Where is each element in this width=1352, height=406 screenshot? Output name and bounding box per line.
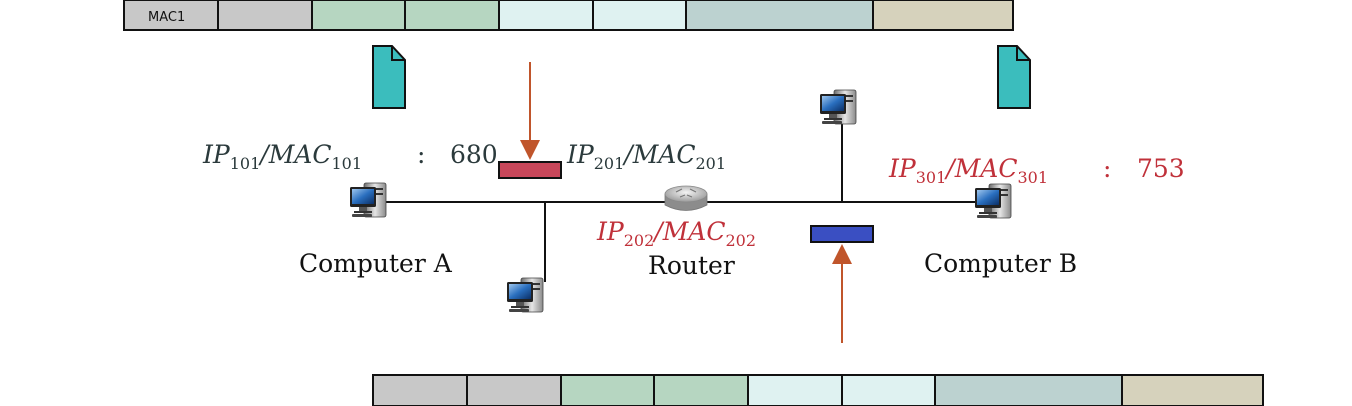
router-out-address: IP202/MAC202 <box>596 217 756 250</box>
frame-cell <box>592 0 687 31</box>
svg-text:IP202/MAC202: IP202/MAC202 <box>596 217 756 250</box>
svg-text:IP101/MAC101: IP101/MAC101 <box>202 140 362 173</box>
separator: : <box>417 140 425 169</box>
frame-cell <box>498 0 594 31</box>
frame-cell <box>560 374 655 406</box>
frame-cell <box>872 0 1014 31</box>
router-icon <box>664 185 708 211</box>
router-right-interface-box <box>810 225 874 243</box>
frame-cell <box>372 374 468 406</box>
desktop-computer-icon <box>974 183 1012 219</box>
desktop-computer-icon <box>506 277 544 313</box>
desktop-computer-icon <box>819 89 857 125</box>
svg-text:IP301/MAC301: IP301/MAC301 <box>888 154 1048 187</box>
left-host-address: IP101/MAC101 : 680 <box>202 140 498 173</box>
file-icon <box>997 45 1031 109</box>
frame-cell <box>685 0 874 31</box>
file-icon <box>372 45 406 109</box>
frame-cell <box>653 374 749 406</box>
frame-cell <box>123 0 219 31</box>
router-left-interface-box <box>498 161 562 179</box>
frame-cell <box>466 374 562 406</box>
frame-cell <box>217 0 313 31</box>
frame-cell <box>1121 374 1264 406</box>
computer-a-label: Computer A <box>299 249 453 278</box>
bottom-packet-frame <box>372 374 1264 406</box>
frame-cell-label: MAC1 <box>148 10 185 25</box>
router-label: Router <box>648 251 735 280</box>
frame-cell <box>747 374 843 406</box>
port-number: 753 <box>1137 154 1185 183</box>
frame-cell <box>841 374 936 406</box>
separator: : <box>1103 154 1111 183</box>
right-host-address: IP301/MAC301 : 753 <box>888 154 1185 187</box>
port-number: 680 <box>450 140 498 169</box>
top-packet-frame: MAC1 <box>123 0 1014 31</box>
computer-b-label: Computer B <box>924 249 1077 278</box>
router-in-address: IP201/MAC201 <box>566 140 726 173</box>
desktop-computer-icon <box>349 182 387 218</box>
frame-cell <box>311 0 406 31</box>
svg-text:IP201/MAC201: IP201/MAC201 <box>566 140 726 173</box>
frame-cell <box>404 0 500 31</box>
frame-cell <box>934 374 1123 406</box>
